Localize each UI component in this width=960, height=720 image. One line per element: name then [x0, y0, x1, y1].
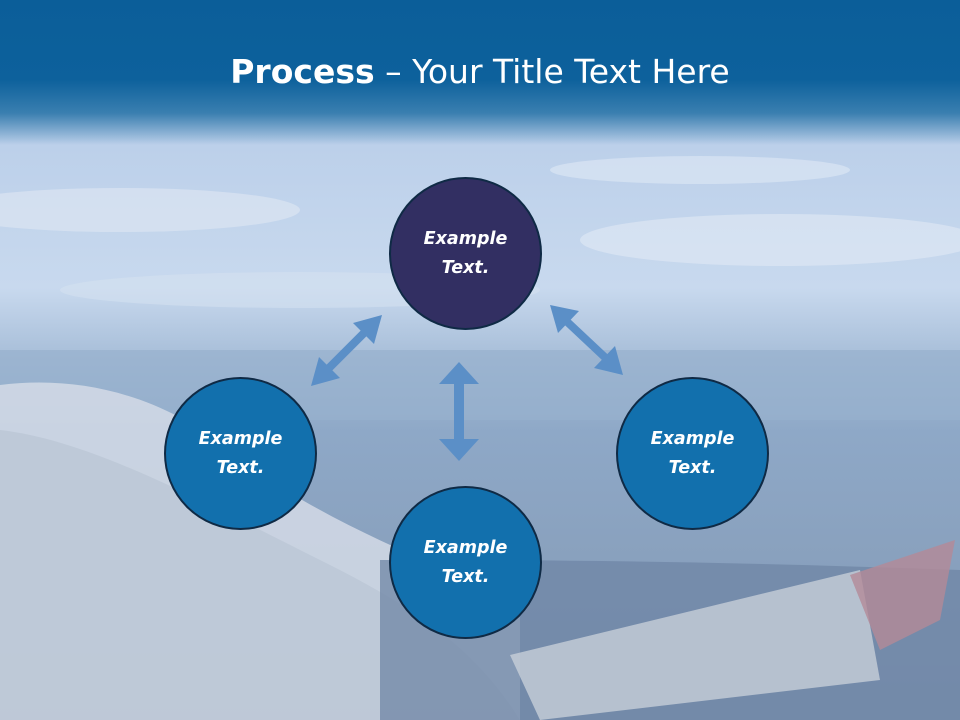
arrow-top-right — [550, 305, 623, 375]
node-bottom-line2: Text. — [441, 566, 490, 587]
node-left-line1: Example — [198, 428, 283, 449]
node-top-line2: Text. — [441, 257, 490, 278]
node-top-line1: Example — [423, 228, 508, 249]
node-right-line2: Text. — [668, 457, 717, 478]
title-rest: – Your Title Text Here — [374, 52, 730, 91]
node-right-line1: Example — [650, 428, 735, 449]
title-bold: Process — [230, 52, 375, 91]
arrow-vertical — [439, 362, 479, 461]
arrow-top-left — [311, 315, 382, 386]
title-bar — [0, 0, 960, 145]
node-bottom-line1: Example — [423, 537, 508, 558]
node-left-line2: Text. — [216, 457, 265, 478]
slide-title: Process – Your Title Text Here — [0, 52, 960, 91]
